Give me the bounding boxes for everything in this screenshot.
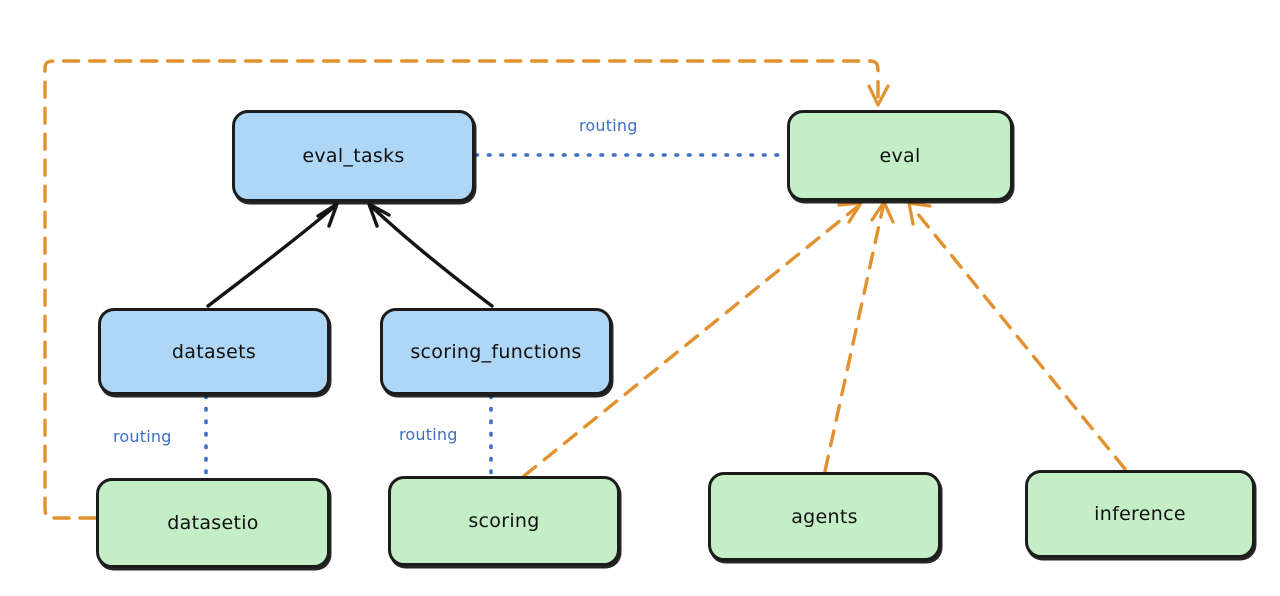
- node-scoring[interactable]: scoring: [388, 476, 620, 566]
- node-label: inference: [1094, 503, 1186, 525]
- edge-label-routing-eval: routing: [579, 116, 638, 135]
- node-eval-tasks[interactable]: eval_tasks: [232, 110, 475, 202]
- node-label: agents: [791, 505, 858, 528]
- node-label: scoring: [468, 510, 540, 532]
- edge-agents-to-eval: [823, 200, 895, 473]
- node-datasets[interactable]: datasets: [98, 308, 330, 395]
- edge-scoring-functions-to-eval-tasks: [367, 202, 494, 308]
- edge-inference-to-eval: [907, 201, 1127, 471]
- node-eval[interactable]: eval: [787, 110, 1013, 201]
- node-label: eval_tasks: [302, 145, 405, 167]
- node-datasetio[interactable]: datasetio: [96, 478, 330, 568]
- edge-datasets-to-eval-tasks: [206, 202, 339, 308]
- node-label: eval: [879, 144, 921, 167]
- node-agents[interactable]: agents: [708, 472, 941, 561]
- node-inference[interactable]: inference: [1025, 470, 1255, 558]
- node-label: datasets: [171, 340, 257, 363]
- edge-scoring-to-eval: [522, 201, 863, 478]
- node-scoring-functions[interactable]: scoring_functions: [380, 308, 612, 395]
- edge-datasetio-to-eval: [43, 59, 890, 520]
- edge-label-routing-scoring: routing: [399, 425, 458, 444]
- node-label: scoring_functions: [410, 340, 582, 363]
- edge-label-routing-datasets: routing: [113, 427, 172, 446]
- node-label: datasetio: [167, 512, 259, 534]
